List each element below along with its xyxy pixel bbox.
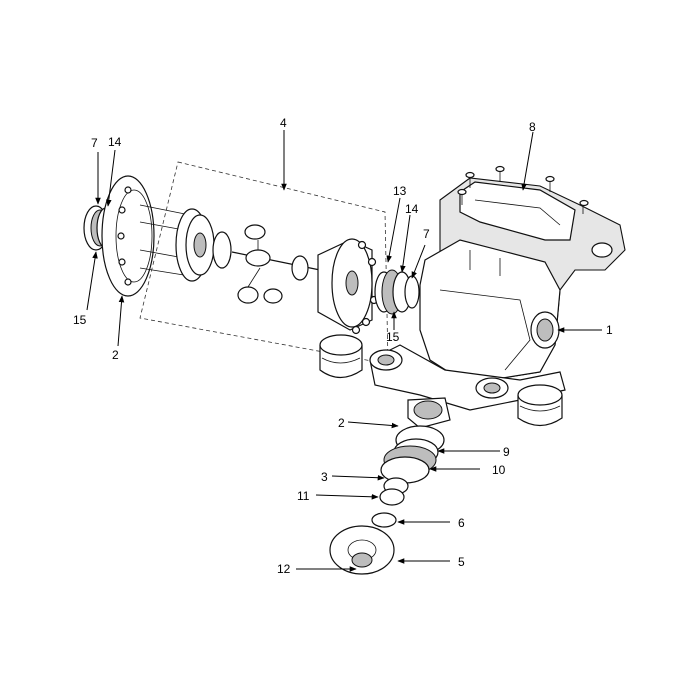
callout: 2 — [112, 348, 119, 362]
callout: 3 — [321, 470, 328, 484]
callout: 2 — [338, 416, 345, 430]
callout: 6 — [458, 516, 465, 530]
pinion-stack — [329, 425, 445, 575]
differential-case-half — [175, 208, 232, 282]
rubber-mount-left — [319, 334, 363, 379]
callout: 7 — [423, 227, 430, 241]
callout-labels: 1 2 2 3 4 5 6 7 7 8 9 10 11 12 13 14 14 … — [73, 116, 613, 576]
cover-bolts — [457, 165, 589, 214]
callout: 12 — [277, 562, 291, 576]
ring-gear — [101, 175, 155, 297]
callout: 11 — [297, 489, 310, 503]
callout: 8 — [529, 120, 536, 134]
differential-case-right — [317, 238, 379, 335]
carrier-housing — [369, 165, 626, 429]
callout: 15 — [73, 313, 87, 327]
leader-lines — [86, 130, 602, 572]
callout: 7 — [91, 136, 98, 150]
callout: 10 — [492, 463, 506, 477]
spider-gears — [231, 224, 321, 304]
callout: 4 — [280, 116, 287, 130]
callout: 14 — [108, 135, 122, 149]
rubber-mount-right — [517, 384, 563, 427]
callout: 5 — [458, 555, 465, 569]
callout: 15 — [386, 330, 400, 344]
callout: 13 — [393, 184, 407, 198]
right-side-bearing — [374, 269, 420, 315]
callout: 14 — [405, 202, 419, 216]
callout: 1 — [606, 323, 613, 337]
callout: 9 — [503, 445, 510, 459]
